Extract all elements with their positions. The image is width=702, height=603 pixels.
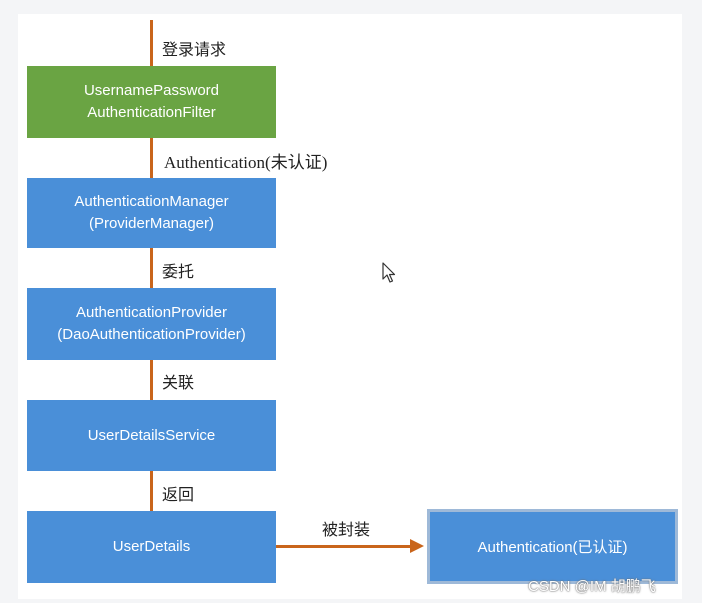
wrapped-label: 被封装 [322,520,371,539]
login-request-label: 登录请求 [162,40,227,59]
filter-line1: UsernamePassword [83,82,220,99]
provider-box: AuthenticationProvider (DaoAuthenticatio… [27,288,276,360]
watermark: CSDN @IM 胡鹏飞 [528,578,656,595]
connector-filter-manager [150,138,153,178]
manager-box: AuthenticationManager (ProviderManager) [27,178,276,248]
filter-box: UsernamePassword AuthenticationFilter [27,66,276,138]
provider-line1: AuthenticationProvider [76,304,227,321]
connector-uds-ud [150,471,153,511]
ud-label: UserDetails [112,538,191,555]
filter-line2: AuthenticationFilter [87,104,216,121]
connector-provider-uds [150,360,153,400]
user-details-box: UserDetails [27,511,276,583]
delegate-label: 委托 [162,262,195,281]
manager-line2: (ProviderManager) [88,215,215,232]
associate-label: 关联 [162,373,195,392]
arrow-wrap-line [276,545,412,548]
provider-line2: (DaoAuthenticationProvider) [57,326,246,343]
connector-manager-provider [150,248,153,288]
connector-request [150,20,153,66]
authenticated-label: Authentication(已认证) [477,539,628,556]
arrow-head-icon [410,539,424,553]
unauthenticated-label: Authentication(未认证) [164,153,328,172]
manager-line1: AuthenticationManager [74,193,229,210]
authenticated-box: Authentication(已认证) [427,509,678,584]
uds-label: UserDetailsService [87,426,216,444]
user-details-service-box: UserDetailsService [27,400,276,471]
mouse-pointer-icon [382,262,396,283]
return-label: 返回 [162,485,195,504]
